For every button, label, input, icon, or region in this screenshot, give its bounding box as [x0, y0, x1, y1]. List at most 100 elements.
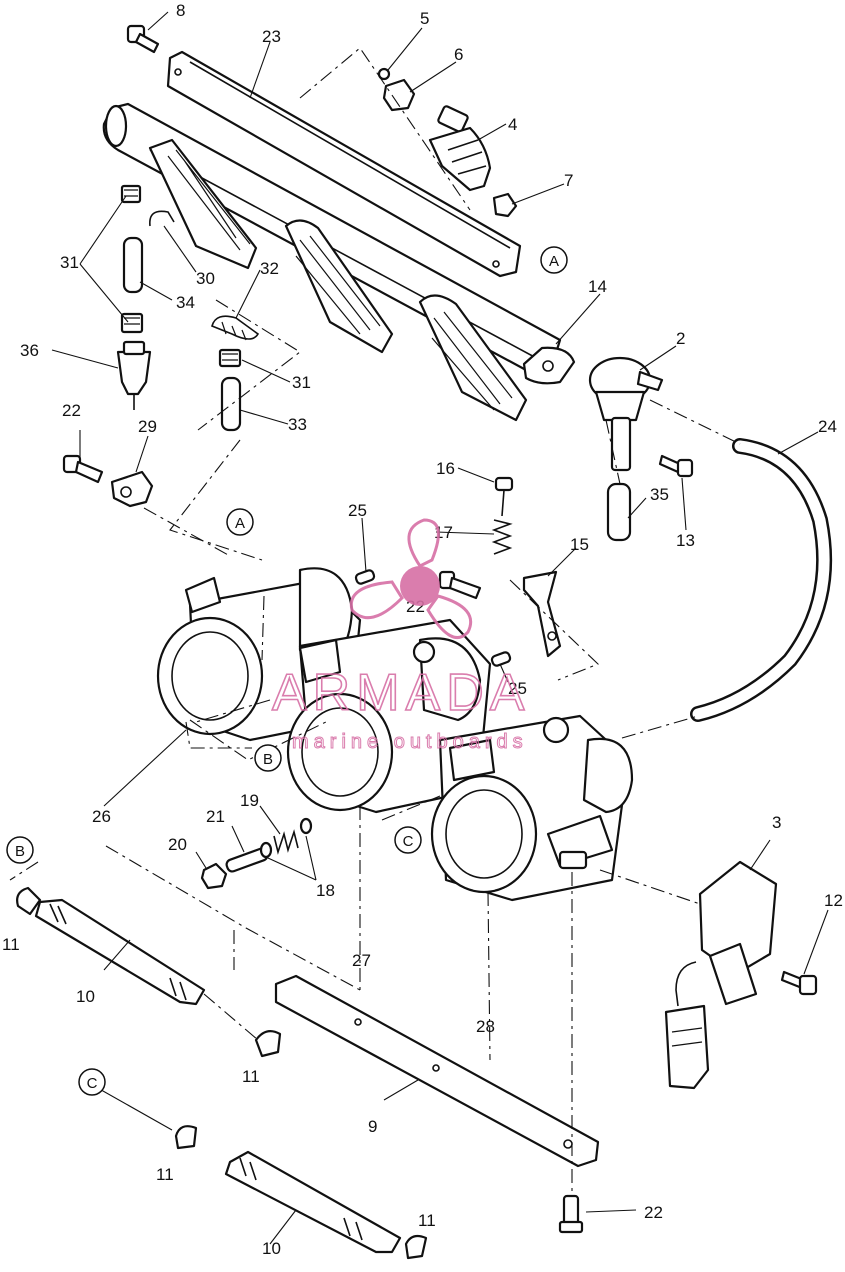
bolt-8 — [126, 24, 160, 54]
callout-33: 33 — [288, 415, 307, 434]
spring-19 — [273, 829, 299, 855]
callout-22-upper: 22 — [62, 401, 81, 420]
callout-21: 21 — [206, 807, 225, 826]
mount-plate-15 — [522, 570, 562, 658]
watermark-propeller-logo — [349, 518, 473, 639]
washer-18b — [299, 817, 313, 835]
callout-22-lower: 22 — [644, 1203, 663, 1222]
callout-2: 2 — [676, 329, 685, 348]
callout-34: 34 — [176, 293, 195, 312]
reference-markers: A A B B C C — [6, 246, 568, 1096]
callout-18: 18 — [316, 881, 335, 900]
mount-bracket-mid — [284, 219, 394, 354]
ref-c-body: C — [403, 833, 414, 850]
bolt-12 — [780, 970, 818, 996]
nut-20 — [200, 862, 228, 890]
callout-24: 24 — [818, 417, 837, 436]
bolt-22-upper — [62, 454, 104, 484]
leader-lines — [51, 11, 829, 1245]
shaft-10-lower — [224, 1150, 402, 1254]
callout-11-d: 11 — [418, 1211, 436, 1230]
clip-11-c — [174, 1125, 198, 1150]
bolt-22-mid — [438, 570, 482, 600]
callout-27: 27 — [352, 951, 371, 970]
ref-a-lower: A — [235, 515, 245, 532]
ref-a-upper: A — [549, 253, 559, 270]
ref-b-shaft: B — [15, 843, 25, 860]
callout-14: 14 — [588, 277, 607, 296]
callout-5: 5 — [420, 9, 429, 28]
watermark: ARMADA marine outboards — [271, 518, 530, 754]
rail-end-flange-14 — [522, 346, 576, 385]
fitting-31-upper — [120, 184, 142, 204]
callout-25-lower: 25 — [508, 679, 527, 698]
vacuum-hose-24 — [690, 438, 833, 722]
callout-20: 20 — [168, 835, 187, 854]
callout-25-upper: 25 — [348, 501, 367, 520]
callout-31-upper: 31 — [60, 253, 79, 272]
callout-7: 7 — [564, 171, 573, 190]
clip-11-a — [16, 886, 42, 916]
callout-19: 19 — [240, 791, 259, 810]
callout-11-c: 11 — [156, 1165, 174, 1184]
bolt-22-lower — [558, 1194, 584, 1234]
clamp-32 — [211, 315, 260, 341]
callout-8: 8 — [176, 1, 185, 20]
callout-4: 4 — [508, 115, 517, 134]
seal-6 — [382, 78, 416, 112]
callout-28: 28 — [476, 1017, 495, 1036]
fitting-31-lower — [120, 312, 144, 334]
callout-32: 32 — [260, 259, 279, 278]
throttle-body-3 — [430, 714, 634, 902]
callout-35: 35 — [650, 485, 669, 504]
screw-16 — [494, 476, 514, 517]
clip-11-d — [404, 1234, 428, 1260]
grommet-7 — [492, 192, 518, 218]
spring-17 — [491, 519, 513, 555]
callout-13: 13 — [676, 531, 695, 550]
mount-bracket-left — [148, 138, 258, 270]
callout-26: 26 — [92, 807, 111, 826]
clip-30 — [149, 210, 175, 227]
watermark-tagline: marine outboards — [292, 731, 528, 753]
callout-36: 36 — [20, 341, 39, 360]
callout-10-upper: 10 — [76, 987, 95, 1006]
fitting-31-right — [218, 348, 242, 368]
bracket-29 — [110, 470, 154, 508]
hose-35 — [606, 482, 632, 542]
o-ring-5 — [377, 67, 391, 81]
clip-11-b — [254, 1029, 282, 1058]
sensor-3 — [664, 860, 778, 1090]
callout-6: 6 — [454, 45, 463, 64]
dashed-assembly-lines — [9, 47, 741, 1196]
callout-11-a: 11 — [2, 935, 20, 954]
callout-3: 3 — [772, 813, 781, 832]
throttle-body-2 — [286, 618, 492, 814]
pressure-regulator-2 — [588, 356, 664, 472]
bolt-13 — [658, 454, 694, 478]
callout-10-lower: 10 — [262, 1239, 281, 1258]
check-valve-36 — [116, 340, 152, 410]
watermark-brand: ARMADA — [272, 664, 530, 722]
ref-b-body: B — [263, 751, 273, 768]
callout-23: 23 — [262, 27, 281, 46]
hose-34 — [122, 236, 144, 294]
callout-31-right: 31 — [292, 373, 311, 392]
callout-16: 16 — [436, 459, 455, 478]
pin-25-lower — [490, 651, 512, 667]
callout-15: 15 — [570, 535, 589, 554]
mount-bar-9 — [274, 974, 600, 1168]
callout-30: 30 — [196, 269, 215, 288]
callout-9: 9 — [368, 1117, 377, 1136]
mount-bracket-right — [418, 294, 528, 422]
injector-4 — [428, 105, 492, 192]
callout-12: 12 — [824, 891, 843, 910]
washer-18a — [259, 841, 273, 859]
callout-11-b: 11 — [242, 1067, 260, 1086]
ref-c-shaft: C — [87, 1075, 98, 1092]
pin-25-upper — [354, 569, 376, 585]
hose-33 — [220, 376, 242, 432]
callout-29: 29 — [138, 417, 157, 436]
